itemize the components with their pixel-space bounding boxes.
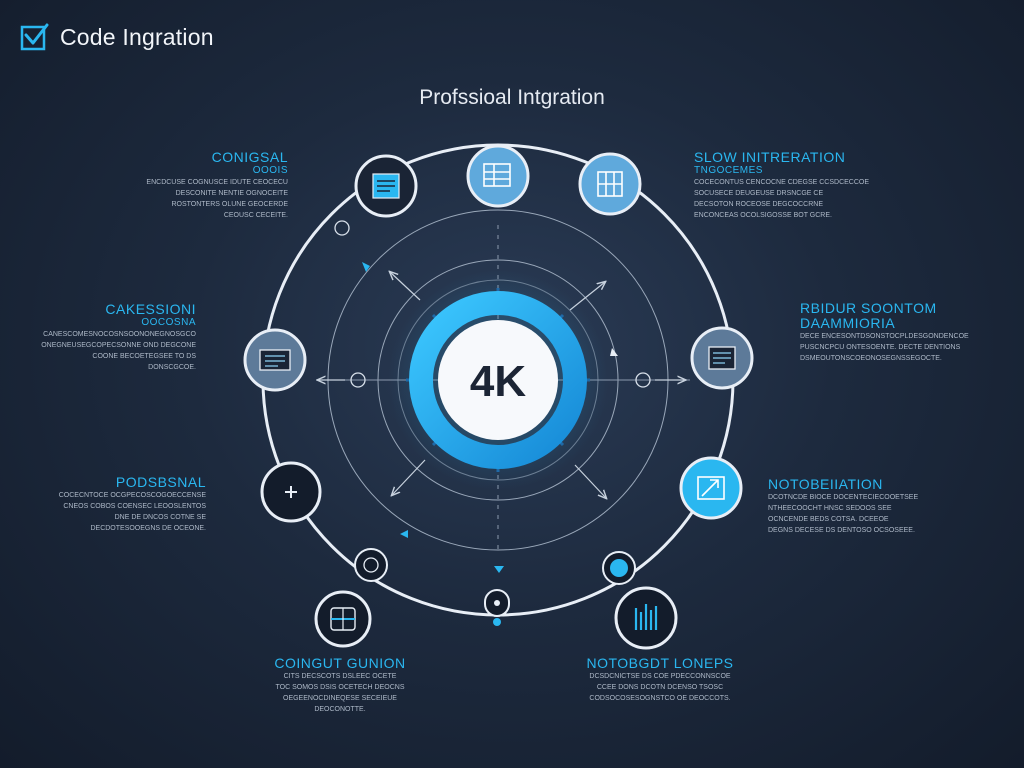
plus-icon bbox=[285, 486, 297, 498]
connector-icon bbox=[494, 600, 500, 606]
ring-marker bbox=[362, 262, 370, 272]
page-title: Profssioal Intgration bbox=[419, 86, 605, 109]
label-subtitle: DAAMMIORIA bbox=[800, 315, 896, 331]
label-title: CONIGSAL bbox=[211, 149, 288, 165]
ring-node-dot[interactable] bbox=[602, 551, 636, 585]
target-icon bbox=[330, 607, 356, 631]
label-low-left: PODSBSNAL COCECNTOCE OCGPECOSCOGOECCENSE… bbox=[50, 475, 206, 534]
label-title: SLOW INITRERATION bbox=[694, 149, 846, 165]
label-mid-right: RBIDUR SOONTOM DAAMMIORIA DECE ENCESONTD… bbox=[800, 301, 990, 364]
ring-marker bbox=[494, 566, 504, 573]
label-mid-left: CAKESSIONI OOCOSNA CANESCOMESNOCOSNSOONO… bbox=[18, 302, 196, 373]
bars-icon bbox=[634, 604, 658, 630]
node-bottom-right[interactable] bbox=[614, 586, 678, 650]
label-title: COINGUT GUNION bbox=[274, 655, 406, 671]
diagonal-arrow-1 bbox=[390, 272, 421, 301]
node-top-center[interactable] bbox=[466, 144, 530, 208]
status-dot-icon bbox=[610, 559, 628, 577]
brand-header: Code Ingration bbox=[20, 22, 214, 52]
label-title: CAKESSIONI bbox=[105, 301, 196, 317]
label-subtitle: OOCOSNA bbox=[141, 317, 196, 328]
ring-marker bbox=[610, 348, 618, 356]
ring-marker bbox=[400, 530, 408, 538]
node-low-right[interactable] bbox=[679, 456, 743, 520]
label-title: PODSBSNAL bbox=[115, 474, 206, 490]
hub-core bbox=[438, 320, 558, 440]
share-icon bbox=[697, 476, 725, 500]
label-top-left: CONIGSAL OOOIS ENCDCUSE COGNUSCE IDUTE C… bbox=[120, 150, 288, 221]
label-body: DCOTNCDE BIOCE DOCENTECIECOOETSEE NTHEEC… bbox=[768, 494, 919, 534]
connector-dot bbox=[493, 618, 501, 626]
node-low-left[interactable] bbox=[260, 461, 322, 523]
node-top-right[interactable] bbox=[578, 152, 642, 216]
label-top-right: SLOW INITRERATION TNGOCEMES COCECONTUS C… bbox=[694, 150, 894, 221]
label-bottom-right: NOTOBGDT LONEPS DCSDCNICTSE DS COE PDECC… bbox=[560, 656, 760, 704]
label-body: CANESCOMESNOCOSNSOONONEGNOSGCO ONEGNEUSE… bbox=[41, 331, 196, 371]
label-body: DCSDCNICTSE DS COE PDECCONNSCOE CCEE DON… bbox=[589, 673, 731, 702]
hub-ring bbox=[409, 291, 587, 469]
label-body: COCECNTOCE OCGPECOSCOGOECCENSE CNEOS COB… bbox=[58, 492, 206, 532]
monitor-icon bbox=[259, 349, 291, 371]
ring-marker bbox=[635, 372, 651, 388]
hub-label: 4K bbox=[470, 357, 526, 406]
label-body: ENCDCUSE COGNUSCE IDUTE CEOCECU DESCONIT… bbox=[146, 179, 288, 219]
globe-icon bbox=[363, 557, 379, 573]
monitor-icon bbox=[708, 346, 736, 370]
label-body: CITS DECSCOTS DSLEEC OCETE TOC SOMOS DSI… bbox=[275, 673, 405, 713]
label-title: NOTOBGDT LONEPS bbox=[586, 655, 734, 671]
label-subtitle: OOOIS bbox=[252, 165, 288, 176]
label-body: DECE ENCESONTDSONSTOCPLDESGONDENCOE PUSC… bbox=[800, 333, 969, 362]
node-mid-left[interactable] bbox=[243, 328, 307, 392]
grid-icon bbox=[483, 163, 511, 187]
label-subtitle: TNGOCEMES bbox=[694, 165, 763, 176]
label-bottom-left: COINGUT GUNION CITS DECSCOTS DSLEEC OCET… bbox=[240, 656, 440, 715]
document-icon bbox=[372, 173, 400, 199]
label-low-right: NOTOBEIIATION DCOTNCDE BIOCE DOCENTECIEC… bbox=[768, 477, 978, 536]
ring-node-globe[interactable] bbox=[354, 548, 388, 582]
node-top-left[interactable] bbox=[354, 154, 418, 218]
node-mid-right[interactable] bbox=[690, 326, 754, 390]
diagonal-arrow-3 bbox=[392, 459, 426, 495]
brand-title: Code Ingration bbox=[60, 23, 214, 50]
table-icon bbox=[597, 171, 623, 197]
diagonal-arrow-4 bbox=[574, 464, 606, 498]
label-title: RBIDUR SOONTOM bbox=[800, 300, 937, 316]
ring-marker bbox=[350, 372, 366, 388]
checkbox-icon bbox=[20, 23, 49, 51]
node-bottom-left[interactable] bbox=[314, 590, 372, 648]
ring-marker bbox=[334, 220, 350, 236]
ring-node-bottom[interactable] bbox=[484, 589, 510, 626]
label-body: COCECONTUS CENCOCNE CDEGSE CCSDCECCOE SO… bbox=[694, 179, 870, 219]
label-title: NOTOBEIIATION bbox=[768, 476, 883, 492]
